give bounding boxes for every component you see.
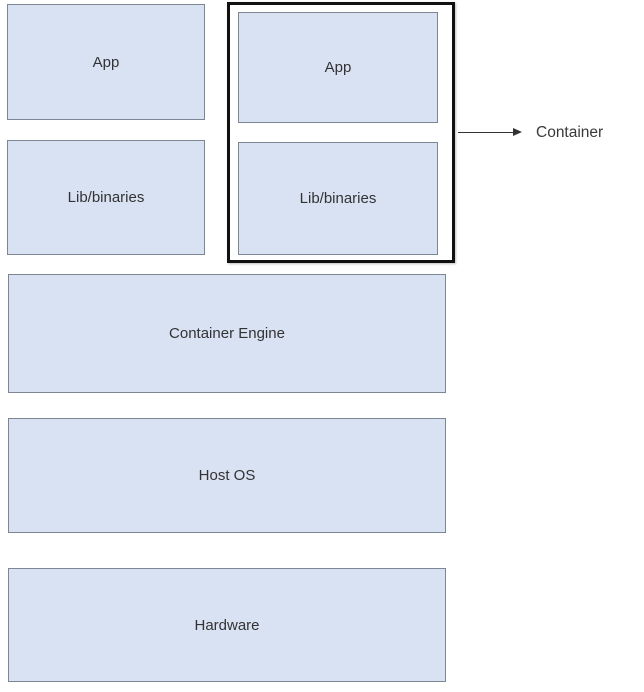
app-box-container: App bbox=[238, 12, 438, 123]
container-arrow-line bbox=[458, 132, 516, 133]
lib-binaries-box-container-label: Lib/binaries bbox=[299, 190, 377, 207]
app-box-left: App bbox=[7, 4, 205, 120]
hardware-box: Hardware bbox=[8, 568, 446, 682]
app-box-left-label: App bbox=[92, 53, 120, 71]
container-arrow-head-icon bbox=[513, 128, 522, 136]
lib-binaries-box-left-label: Lib/binaries bbox=[67, 189, 145, 206]
container-engine-label: Container Engine bbox=[169, 325, 285, 342]
container-boundary: App Lib/binaries bbox=[227, 2, 455, 263]
container-annotation-label: Container bbox=[536, 124, 604, 141]
app-box-container-label: App bbox=[324, 59, 352, 76]
host-os-box: Host OS bbox=[8, 418, 446, 533]
host-os-label: Host OS bbox=[198, 467, 256, 484]
container-engine-box: Container Engine bbox=[8, 274, 446, 393]
hardware-label: Hardware bbox=[194, 616, 260, 634]
lib-binaries-box-left: Lib/binaries bbox=[7, 140, 205, 255]
lib-binaries-box-container: Lib/binaries bbox=[238, 142, 438, 255]
